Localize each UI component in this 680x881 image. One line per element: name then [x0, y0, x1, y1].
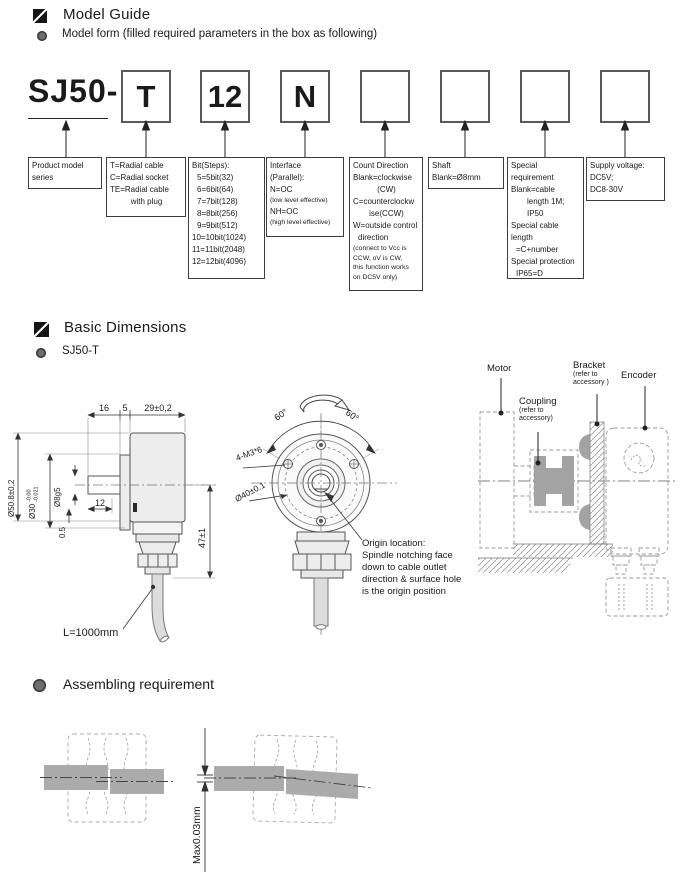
dim-5-label: 5: [122, 403, 127, 413]
desc-box-bit-steps: Bit(Steps):5=5bit(32)6=6bit(64)7=7bit(12…: [188, 157, 265, 279]
model-prefix: SJ50-: [28, 73, 119, 109]
desc-box-supply-voltage: Supply voltage:DC5V;DC8-30V: [586, 157, 665, 201]
side-view-drawing: 16 5 29±0,2 Ø50.8±0,2 Ø30 -0.00 -0.021 Ø…: [7, 403, 217, 643]
angle-60-right-label: 60°: [344, 407, 361, 423]
cable-length-label: L=1000mm: [63, 627, 118, 639]
assembly-drawing: [478, 378, 676, 617]
bracket-label-title: Bracket: [573, 360, 606, 371]
motor-label: Motor: [487, 363, 512, 374]
dia-boss-tol-bottom: -0.021: [34, 486, 40, 502]
model-guide-title: Model Guide: [63, 6, 151, 23]
model-box-5: [440, 70, 490, 123]
model-box-4: [360, 70, 410, 123]
model-box-7: [600, 70, 650, 123]
dim-0p5-label: 0.5: [58, 526, 67, 538]
model-box-2: 12: [200, 70, 250, 123]
model-form-subtitle: Model form (filled required parameters i…: [62, 28, 378, 40]
dia-body-label: Ø50.8±0,2: [7, 479, 16, 517]
section-square-bullet-icon: [34, 322, 49, 337]
model-box-6: [520, 70, 570, 123]
angle-60-left-label: 60°: [272, 406, 289, 422]
section-dot-bullet-icon: [33, 679, 46, 692]
dia-shaft-label: Ø8g5: [53, 487, 62, 507]
dim-29-label: 29±0,2: [144, 403, 171, 413]
model-arrows: [61, 120, 630, 157]
screw-spec-label: 4-M3*6: [235, 444, 264, 463]
subsection-dot-bullet-icon: [36, 348, 46, 358]
assembling-requirement-title: Assembling requirement: [63, 676, 214, 692]
desc-box-interface: Interface(Parallel):N=OC(low level effec…: [266, 157, 344, 237]
bolt-circle-dia-label: Ø40±0.1: [235, 480, 267, 504]
dim-12-label: 12: [95, 498, 105, 508]
encoder-label: Encoder: [621, 370, 657, 381]
front-view-drawing: 60° 60° 4-M3*6 Ø40±0.1: [235, 394, 397, 635]
model-prefix-underline: [28, 118, 108, 119]
coupling-label-title: Coupling: [519, 396, 557, 407]
assembling-requirement-drawing: Max0.03mm: [40, 728, 373, 872]
basic-dimensions-title: Basic Dimensions: [64, 319, 187, 336]
dim-16-label: 16: [99, 403, 109, 413]
model-box-1: T: [121, 70, 171, 123]
subsection-dot-bullet-icon: [37, 31, 47, 41]
dia-boss-label: Ø30: [28, 503, 37, 519]
dia-boss-tol-top: -0.00: [27, 489, 33, 502]
max-offset-label: Max0.03mm: [191, 806, 203, 864]
section-square-bullet-icon: [33, 9, 47, 23]
model-variant-label: SJ50-T: [62, 345, 100, 357]
dim-47-label: 47±1: [197, 528, 207, 548]
model-box-3: N: [280, 70, 330, 123]
